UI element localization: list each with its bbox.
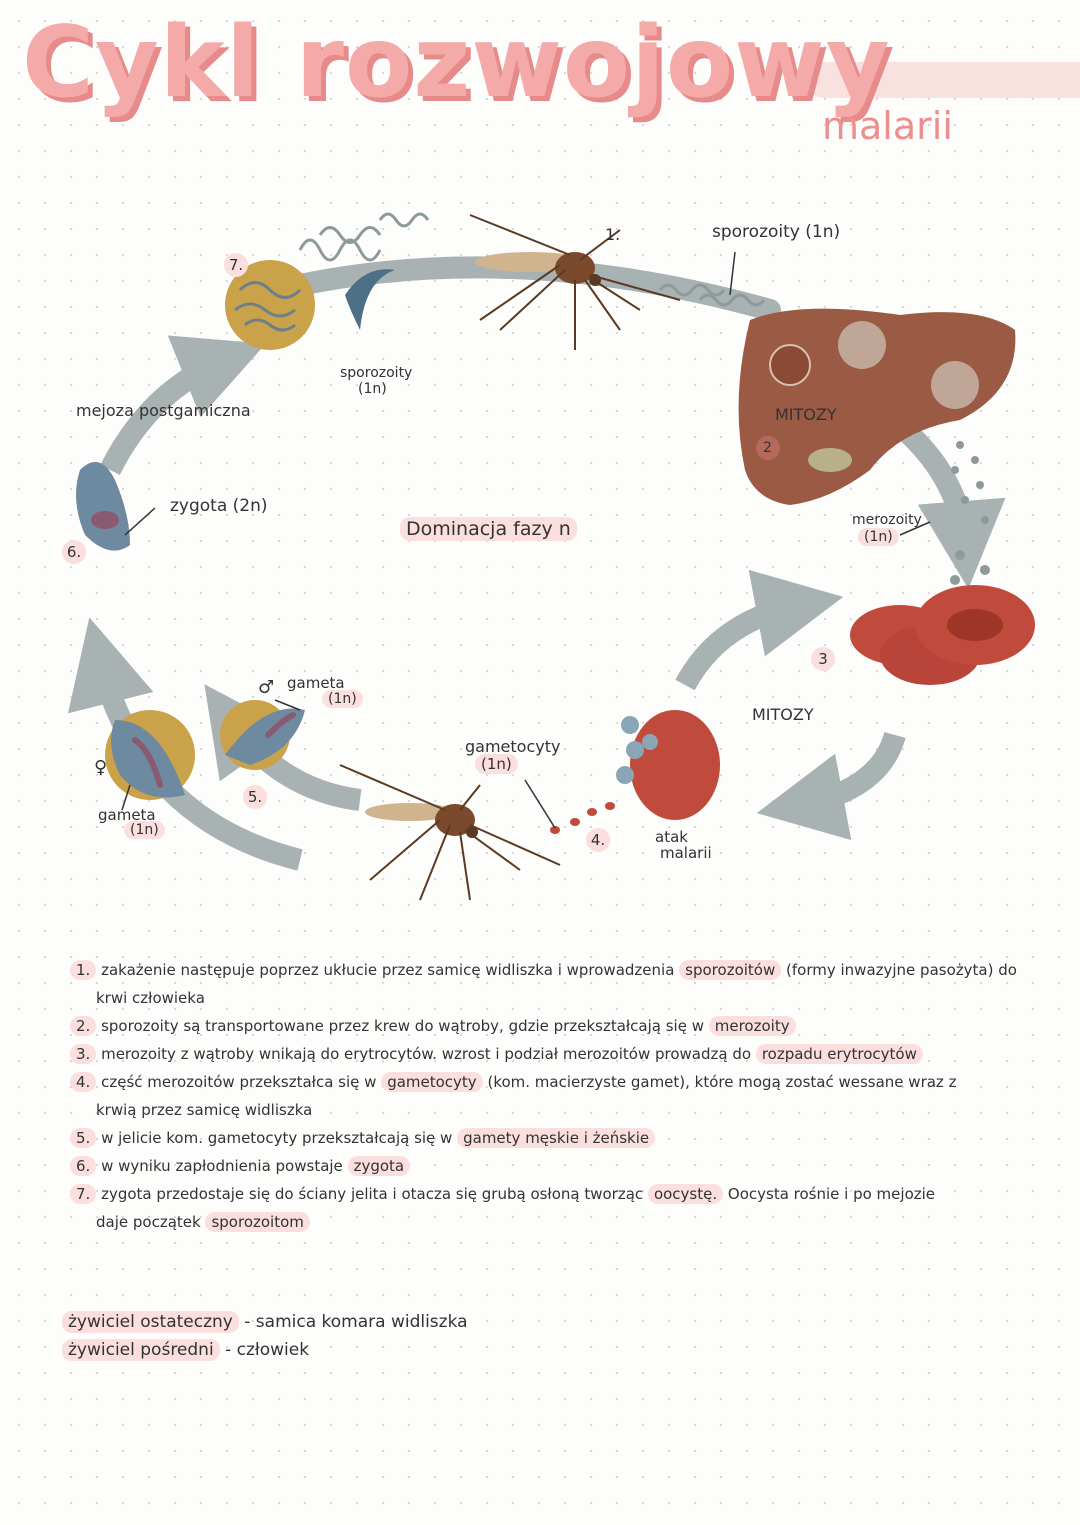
label-atak: atak: [655, 828, 688, 846]
label-gameta-male: gameta: [287, 674, 345, 692]
label-gametocyty: gametocyty: [465, 737, 561, 756]
note-1: 1. zakażenie następuje poprzez ukłucie p…: [70, 956, 1050, 984]
life-cycle-diagram: [68, 212, 1035, 901]
label-sporozoity-top: sporozoity (1n): [712, 222, 841, 242]
step-number-1: 1.: [605, 225, 621, 244]
male-gamete-graphic: [220, 700, 305, 770]
arrow-liver-blood: [897, 421, 1006, 589]
note-6: 6. w wyniku zapłodnienia powstaje zygota: [70, 1152, 1050, 1180]
note-2: 2. sporozoity są transportowane przez kr…: [70, 1012, 1050, 1040]
label-mitozy-liver: MITOZY: [775, 405, 837, 424]
label-sporozoity-mid-ploidy: (1n): [358, 381, 387, 397]
note-5: 5. w jelicie kom. gametocyty przekształc…: [70, 1124, 1050, 1152]
note-1-cont: krwi człowieka: [96, 989, 205, 1007]
arrow-mitozy-cycle-top: [675, 569, 844, 691]
center-label: Dominacja fazy n: [400, 517, 577, 541]
page-subtitle: malarii: [822, 104, 953, 148]
label-gametocyty-ploidy: (1n): [475, 754, 518, 774]
label-atak-malarii: malarii: [660, 844, 712, 862]
page-title: Cykl rozwojowy: [22, 6, 891, 120]
label-zygota: zygota (2n): [170, 496, 268, 516]
female-symbol: ♀: [94, 757, 108, 778]
note-7: 7. zygota przedostaje się do ściany jeli…: [70, 1180, 1050, 1208]
step-number-4: 4.: [586, 828, 610, 852]
step-number-7: 7.: [224, 253, 248, 277]
hosts-info: żywiciel ostateczny - samica komara widl…: [62, 1308, 468, 1364]
liver-graphic: [738, 308, 1016, 505]
arrow-left-up: [100, 335, 266, 475]
step-number-3: 3: [811, 647, 835, 671]
mosquito-top-graphic: [469, 214, 681, 350]
step-number-5: 5.: [243, 785, 267, 809]
gametocyte-dots: [550, 802, 615, 834]
note-7-cont: daje początek sporozoitom: [70, 1208, 1050, 1236]
host-intermediate: żywiciel pośredni - człowiek: [62, 1336, 468, 1364]
note-3: 3. merozoity z wątroby wnikają do erytro…: [70, 1040, 1050, 1068]
label-mejoza: mejoza postgamiczna: [76, 401, 251, 420]
male-symbol: ♂: [258, 677, 275, 698]
label-sporozoity-mid: sporozoity: [340, 365, 413, 381]
note-4: 4. część merozoitów przekształca się w g…: [70, 1068, 1050, 1096]
label-gameta-female: gameta: [98, 806, 156, 824]
label-gameta-male-ploidy: (1n): [322, 690, 363, 708]
note-4-cont: krwią przez samicę widliszka: [96, 1101, 313, 1119]
pointer-lines: [121, 251, 931, 829]
notes-list: 1. zakażenie następuje poprzez ukłucie p…: [70, 956, 1050, 1236]
mosquito-bottom-graphic: [339, 764, 561, 901]
label-gameta-female-ploidy: (1n): [124, 821, 165, 839]
label-merozoity-ploidy: (1n): [858, 528, 899, 546]
erythrocytes-graphic: [850, 585, 1035, 685]
sporozoite-squiggles: [298, 212, 766, 307]
label-merozoity: merozoity: [852, 512, 922, 528]
step-number-2: 2: [763, 440, 772, 456]
zygote-graphic: [76, 462, 130, 551]
arrow-mitozy-cycle-bottom: [756, 731, 906, 841]
step-number-6: 6.: [62, 540, 86, 564]
female-gamete-graphic: [105, 710, 195, 800]
host-final: żywiciel ostateczny - samica komara widl…: [62, 1308, 468, 1336]
title-underline-bar: [806, 62, 1080, 98]
infected-erythrocyte-graphic: [616, 710, 720, 820]
oocyst-graphic: [225, 260, 395, 350]
label-mitozy-blood: MITOZY: [752, 705, 814, 724]
